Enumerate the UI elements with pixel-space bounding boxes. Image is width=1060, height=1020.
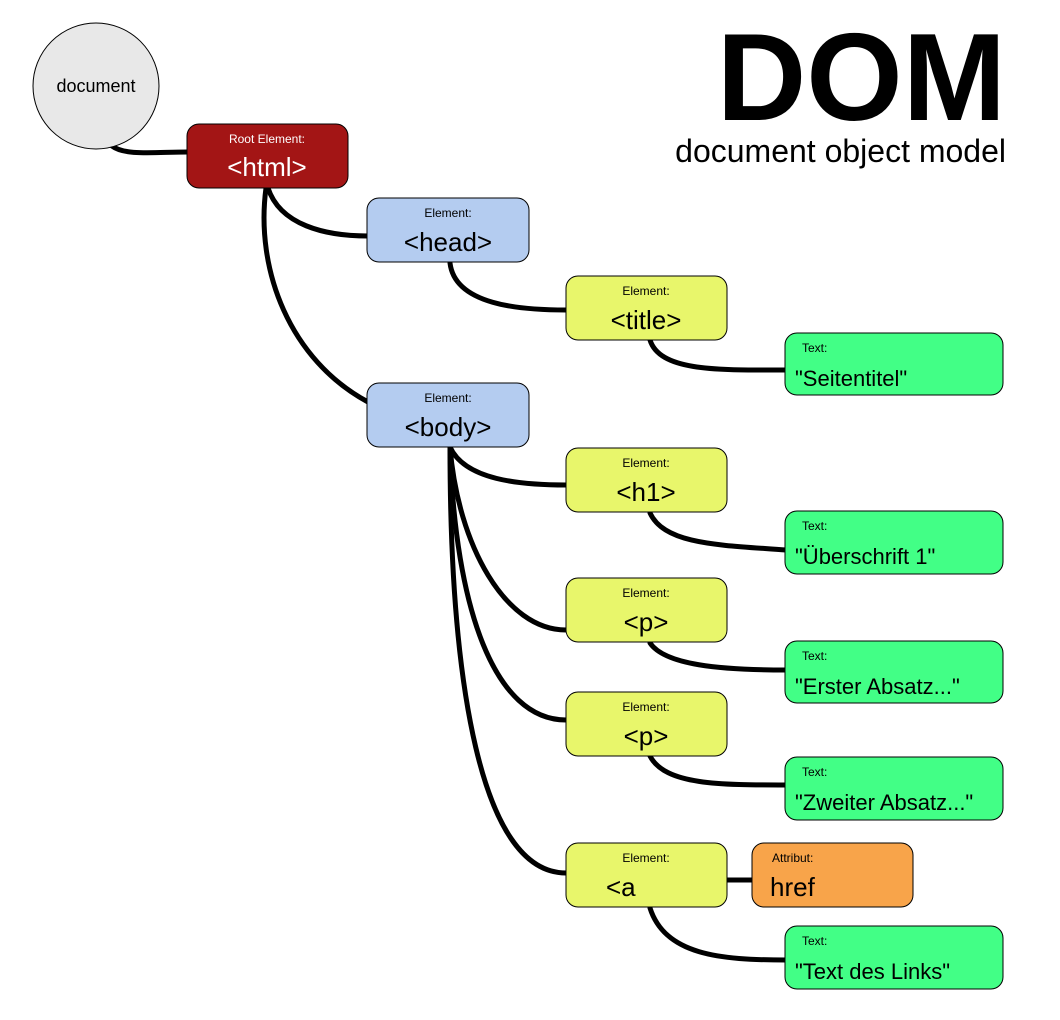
edge-p2-p2text bbox=[647, 753, 789, 788]
diagram-title: DOM document object model bbox=[675, 9, 1006, 169]
edge-title-titletext bbox=[647, 337, 789, 373]
edge-head-title bbox=[447, 260, 569, 313]
node-html: Root Element: <html> bbox=[186, 123, 349, 189]
h1-text-kind: Text: bbox=[802, 519, 827, 533]
p1-kind: Element: bbox=[622, 586, 669, 600]
head-name: <head> bbox=[404, 227, 492, 257]
h1-text-box bbox=[784, 510, 1004, 575]
title-subtitle: document object model bbox=[675, 133, 1006, 169]
p2-text-name: "Zweiter Absatz..." bbox=[795, 790, 973, 815]
title-kind: Element: bbox=[622, 284, 669, 298]
edge-p1-p1text bbox=[647, 640, 789, 673]
p1-text-kind: Text: bbox=[802, 649, 827, 663]
h1-kind: Element: bbox=[622, 456, 669, 470]
p2-text-kind: Text: bbox=[802, 765, 827, 779]
body-box bbox=[366, 382, 530, 448]
node-document: document bbox=[32, 22, 160, 150]
a-attr-box bbox=[751, 842, 914, 908]
document-circle bbox=[32, 22, 160, 150]
edge-body-p1 bbox=[447, 444, 569, 633]
node-p2-text: Text: "Zweiter Absatz..." bbox=[784, 756, 1004, 821]
h1-box bbox=[565, 447, 728, 513]
node-body: Element: <body> bbox=[366, 382, 530, 448]
edge-h1-h1text bbox=[647, 510, 789, 553]
body-kind: Element: bbox=[424, 391, 471, 405]
html-kind: Root Element: bbox=[229, 132, 305, 146]
node-h1-text: Text: "Überschrift 1" bbox=[784, 510, 1004, 575]
h1-text-name: "Überschrift 1" bbox=[795, 544, 935, 569]
html-name: <html> bbox=[227, 152, 307, 182]
a-text-name: "Text des Links" bbox=[795, 959, 950, 984]
node-a: Element: <a bbox=[565, 842, 728, 908]
p2-text-box bbox=[784, 756, 1004, 821]
a-kind: Element: bbox=[622, 851, 669, 865]
node-p1: Element: <p> bbox=[565, 577, 728, 643]
node-title: Element: <title> bbox=[565, 275, 728, 341]
head-box bbox=[366, 197, 530, 263]
a-attr-kind: Attribut: bbox=[772, 851, 813, 865]
p1-box bbox=[565, 577, 728, 643]
title-text-kind: Text: bbox=[802, 341, 827, 355]
a-attr-name: href bbox=[770, 872, 816, 902]
a-name: <a bbox=[606, 872, 636, 902]
a-text-box bbox=[784, 925, 1004, 990]
node-p2: Element: <p> bbox=[565, 691, 728, 757]
head-kind: Element: bbox=[424, 206, 471, 220]
p2-box bbox=[565, 691, 728, 757]
title-text-name: "Seitentitel" bbox=[795, 366, 907, 391]
html-box bbox=[186, 123, 349, 189]
a-box bbox=[565, 842, 728, 908]
node-h1: Element: <h1> bbox=[565, 447, 728, 513]
title-box bbox=[565, 275, 728, 341]
edge-html-head bbox=[265, 185, 371, 239]
title-name: <title> bbox=[611, 305, 682, 335]
node-head: Element: <head> bbox=[366, 197, 530, 263]
edge-html-body bbox=[261, 185, 371, 405]
p1-name: <p> bbox=[624, 607, 669, 637]
p2-kind: Element: bbox=[622, 700, 669, 714]
body-name: <body> bbox=[405, 412, 492, 442]
edge-document-html bbox=[109, 143, 191, 156]
edge-a-atext bbox=[647, 905, 789, 963]
edges bbox=[109, 143, 789, 963]
p2-name: <p> bbox=[624, 721, 669, 751]
edge-body-p2 bbox=[447, 444, 569, 723]
node-title-text: Text: "Seitentitel" bbox=[784, 332, 1004, 396]
p1-text-box bbox=[784, 640, 1004, 704]
title-text-box bbox=[784, 332, 1004, 396]
node-a-attribute: Attribut: href bbox=[751, 842, 914, 908]
document-label: document bbox=[56, 76, 135, 96]
title-main: DOM bbox=[717, 9, 1006, 147]
a-text-kind: Text: bbox=[802, 934, 827, 948]
h1-name: <h1> bbox=[616, 477, 675, 507]
p1-text-name: "Erster Absatz..." bbox=[795, 674, 960, 699]
edge-body-a bbox=[447, 444, 569, 876]
edge-body-h1 bbox=[447, 444, 569, 488]
node-p1-text: Text: "Erster Absatz..." bbox=[784, 640, 1004, 704]
node-a-text: Text: "Text des Links" bbox=[784, 925, 1004, 990]
